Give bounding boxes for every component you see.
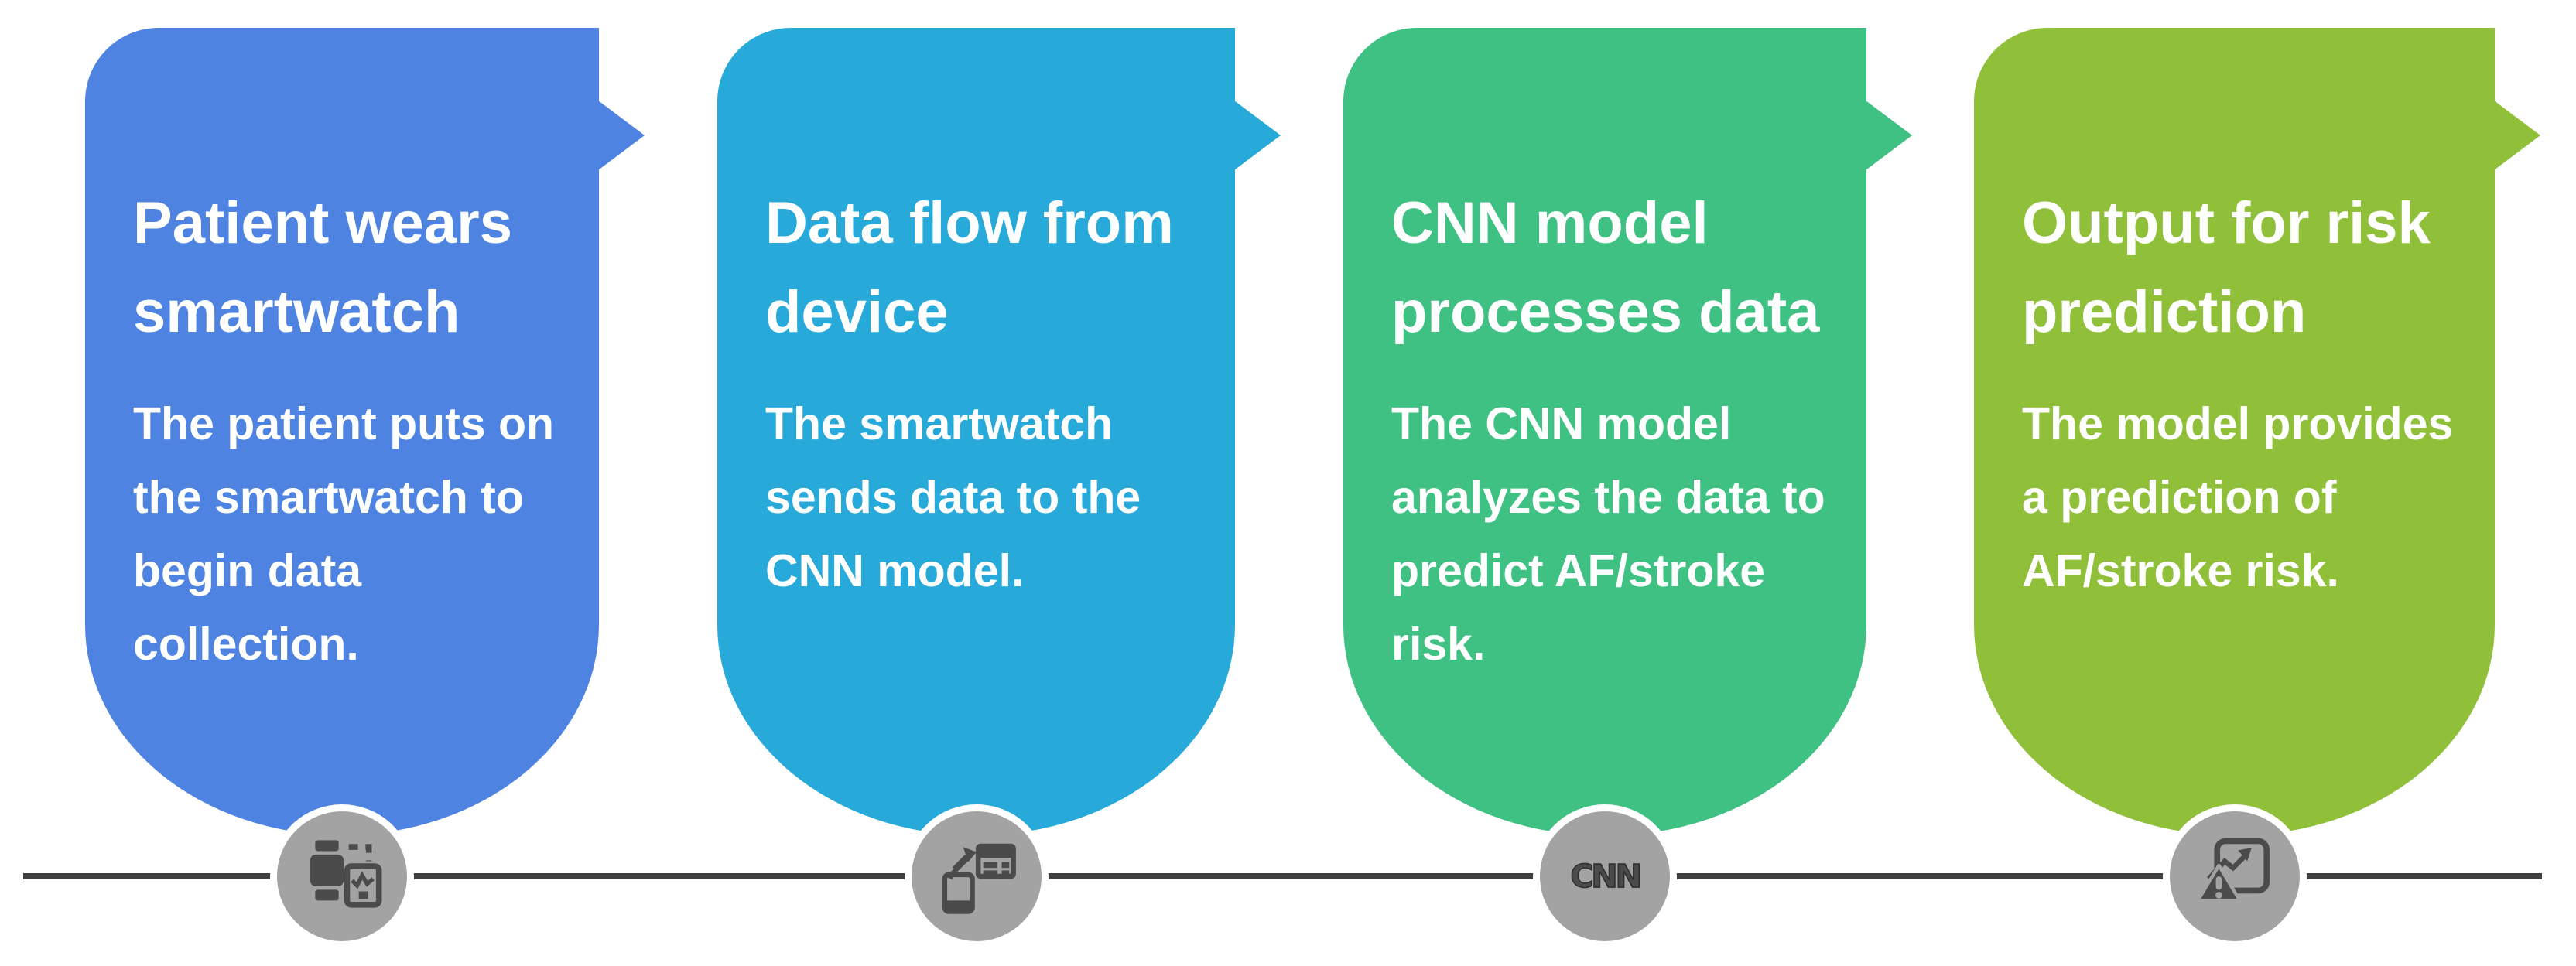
step-2-card: Data flow from device The smartwatch sen… xyxy=(717,28,1281,835)
cnn-logo-icon: CNN xyxy=(1570,857,1643,896)
step-2-title: Data flow from device xyxy=(765,190,1174,345)
step-3-icon-badge: CNN xyxy=(1533,804,1677,948)
step-4-description: The model provides a prediction of AF/st… xyxy=(2022,398,2454,596)
step-patient-wears-smartwatch: Patient wears smartwatch The patient put… xyxy=(85,0,645,966)
step-2-icon-badge xyxy=(904,804,1049,948)
arrow-right-icon xyxy=(2494,101,2540,170)
step-4-title: Output for risk prediction xyxy=(2022,190,2431,345)
step-2-description: The smartwatch sends data to the CNN mod… xyxy=(765,398,1141,596)
step-3-title: CNN model processes data xyxy=(1391,190,1820,345)
step-1-description: The patient puts on the smartwatch to be… xyxy=(133,398,555,670)
risk-chart-alert-icon xyxy=(2195,838,2270,903)
svg-text:CNN: CNN xyxy=(1570,858,1639,895)
step-data-flow-from-device: Data flow from device The smartwatch sen… xyxy=(717,0,1281,966)
smartwatch-data-icon xyxy=(310,840,382,908)
step-3-description: The CNN model analyzes the data to predi… xyxy=(1391,398,1825,670)
step-1-icon-badge xyxy=(270,804,414,948)
timeline-line xyxy=(23,873,2542,879)
arrow-right-icon xyxy=(1234,101,1281,170)
step-output-for-risk-prediction: Output for risk prediction The model pro… xyxy=(1974,0,2540,966)
arrow-right-icon xyxy=(1866,101,1912,170)
step-4-icon-badge xyxy=(2162,804,2307,948)
step-4-card: Output for risk prediction The model pro… xyxy=(1974,28,2540,835)
step-1-title: Patient wears smartwatch xyxy=(133,190,512,345)
arrow-right-icon xyxy=(598,101,645,170)
step-cnn-model-processes-data: CNN model processes data The CNN model a… xyxy=(1343,0,1912,966)
step-1-card: Patient wears smartwatch The patient put… xyxy=(85,28,645,835)
phone-data-sync-icon xyxy=(942,843,1016,914)
step-3-card: CNN model processes data The CNN model a… xyxy=(1343,28,1912,835)
